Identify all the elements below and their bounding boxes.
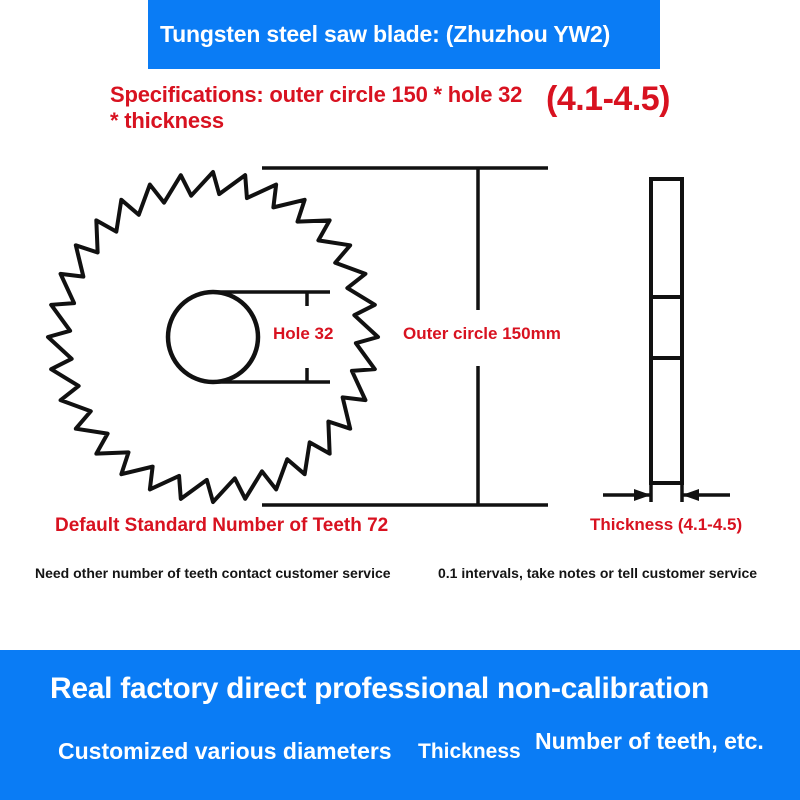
top-title-banner: Tungsten steel saw blade: (Zhuzhou YW2) <box>148 0 660 69</box>
product-title: Tungsten steel saw blade: (Zhuzhou YW2) <box>160 21 611 47</box>
saw-blade-outline <box>46 170 380 504</box>
promo-headline: Real factory direct professional non-cal… <box>50 672 710 705</box>
teeth-contact-note: Need other number of teeth contact custo… <box>35 565 391 581</box>
outer-circle-dimension-label: Outer circle 150mm <box>400 323 564 345</box>
hole-dimension-label: Hole 32 <box>270 323 337 345</box>
feature-teeth: Number of teeth, etc. <box>535 728 764 754</box>
thickness-arrow-left <box>634 489 651 501</box>
thickness-range-highlight: (4.1-4.5) <box>546 80 671 118</box>
thickness-dimension-label: Thickness (4.1-4.5) <box>590 515 743 535</box>
side-view-body <box>649 177 684 485</box>
specifications-block: Specifications: outer circle 150 * hole … <box>110 80 790 142</box>
technical-drawing <box>0 150 800 530</box>
bottom-promo-banner: Real factory direct professional non-cal… <box>0 650 800 800</box>
arbor-hole-circle <box>165 289 261 385</box>
default-teeth-caption: Default Standard Number of Teeth 72 <box>55 515 389 536</box>
drawing-svg <box>46 166 730 507</box>
feature-thickness: Thickness <box>418 740 521 763</box>
intervals-note: 0.1 intervals, take notes or tell custom… <box>438 565 758 581</box>
feature-diameters: Customized various diameters <box>58 738 392 764</box>
specifications-text: Specifications: outer circle 150 * hole … <box>110 82 523 133</box>
thickness-arrow-right <box>682 489 699 501</box>
